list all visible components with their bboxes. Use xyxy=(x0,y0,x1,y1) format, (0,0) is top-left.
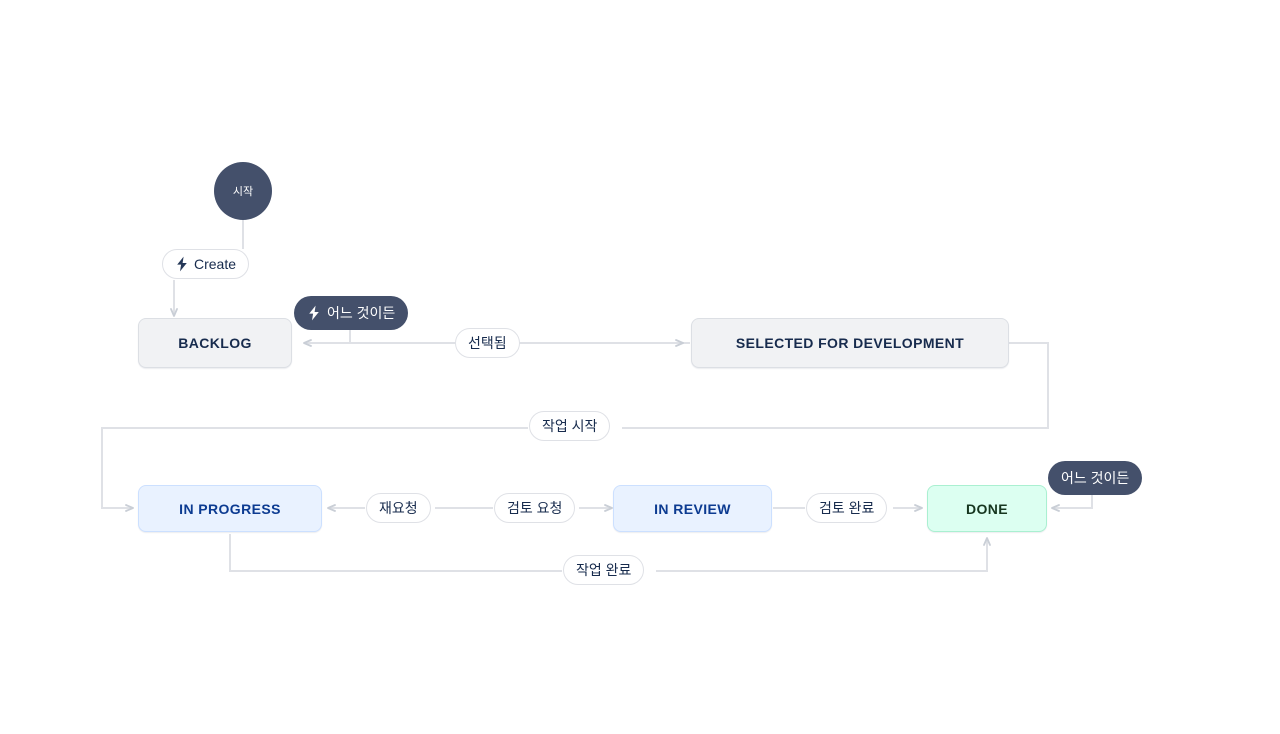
transition-selected[interactable]: 선택됨 xyxy=(455,328,520,358)
edge-any-to-done xyxy=(1051,493,1093,512)
transition-label: 선택됨 xyxy=(468,335,507,351)
status-node-label: IN PROGRESS xyxy=(179,500,281,517)
bolt-icon xyxy=(307,305,321,321)
transition-label: 재요청 xyxy=(379,500,418,516)
transition-label: 검토 완료 xyxy=(819,500,875,516)
edge-progress-to-done-left xyxy=(229,534,562,572)
transition-label: 작업 시작 xyxy=(542,418,598,434)
transition-any-to-done[interactable]: 어느 것이든 xyxy=(1048,461,1143,495)
transition-label: 작업 완료 xyxy=(576,562,632,578)
edge-progress-to-done-right xyxy=(656,537,991,572)
transition-label: 어느 것이든 xyxy=(327,305,396,321)
transition-review-request[interactable]: 검토 요청 xyxy=(494,493,576,523)
bolt-icon xyxy=(175,256,189,272)
status-node-in-progress[interactable]: IN PROGRESS xyxy=(138,485,322,532)
status-node-label: BACKLOG xyxy=(178,335,252,351)
transition-rerequest[interactable]: 재요청 xyxy=(366,493,431,523)
status-node-label: IN REVIEW xyxy=(654,500,731,517)
transition-label: Create xyxy=(194,256,237,272)
transition-work-done[interactable]: 작업 완료 xyxy=(563,555,645,585)
status-node-in-review[interactable]: IN REVIEW xyxy=(613,485,772,532)
status-node-backlog[interactable]: BACKLOG xyxy=(138,318,292,368)
status-node-done[interactable]: DONE xyxy=(927,485,1047,532)
status-node-label: DONE xyxy=(965,500,1009,517)
transition-any-to-backlog[interactable]: 어느 것이든 xyxy=(294,296,409,330)
transition-create[interactable]: Create xyxy=(162,249,250,279)
transition-label: 어느 것이든 xyxy=(1061,470,1130,486)
start-node[interactable]: 시작 xyxy=(214,162,272,220)
transition-start-work[interactable]: 작업 시작 xyxy=(529,411,611,441)
transition-label: 검토 요청 xyxy=(507,500,563,516)
status-node-selected-for-development[interactable]: SELECTED FOR DEVELOPMENT xyxy=(691,318,1009,368)
transition-review-done[interactable]: 검토 완료 xyxy=(806,493,888,523)
start-node-label: 시작 xyxy=(232,186,254,198)
status-node-label: SELECTED FOR DEVELOPMENT xyxy=(735,335,965,351)
